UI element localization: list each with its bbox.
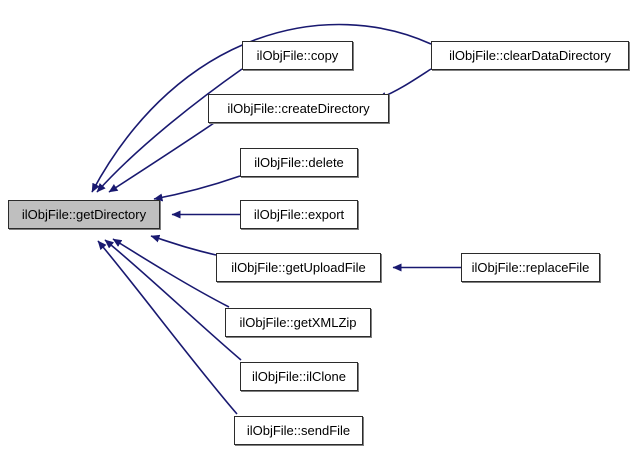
edge-getxmlzip-to-getdirectory — [112, 238, 230, 308]
edge-delete-to-getdirectory — [153, 175, 241, 202]
node-getxmlzip[interactable]: ilObjFile::getXMLZip — [225, 308, 371, 337]
node-copy[interactable]: ilObjFile::copy — [242, 41, 353, 70]
node-sendfile[interactable]: ilObjFile::sendFile — [234, 416, 363, 445]
edge-getuploadfile-to-getdirectory — [150, 234, 217, 256]
edge-sendfile-to-getdirectory — [97, 240, 238, 415]
node-label-getxmlzip: ilObjFile::getXMLZip — [239, 315, 357, 330]
node-ilclone[interactable]: ilObjFile::ilClone — [240, 362, 358, 391]
node-label-export: ilObjFile::export — [253, 207, 345, 222]
node-label-copy: ilObjFile::copy — [256, 48, 339, 63]
node-label-sendfile: ilObjFile::sendFile — [246, 423, 351, 438]
node-export[interactable]: ilObjFile::export — [240, 200, 358, 229]
edge-createdirectory-to-getdirectory — [108, 122, 215, 193]
node-label-delete: ilObjFile::delete — [254, 155, 344, 170]
node-replacefile[interactable]: ilObjFile::replaceFile — [461, 253, 600, 282]
node-getuploadfile[interactable]: ilObjFile::getUploadFile — [216, 253, 381, 282]
node-cleardatadirectory[interactable]: ilObjFile::clearDataDirectory — [431, 41, 629, 70]
edge-cleardatadirectory-to-getdirectory — [91, 23, 432, 193]
node-label-getdirectory: ilObjFile::getDirectory — [21, 207, 147, 222]
node-label-replacefile: ilObjFile::replaceFile — [471, 260, 590, 275]
node-label-createdirectory: ilObjFile::createDirectory — [227, 101, 370, 116]
edge-copy-to-getdirectory — [96, 68, 243, 193]
node-label-cleardatadirectory: ilObjFile::clearDataDirectory — [449, 48, 611, 63]
node-createdirectory[interactable]: ilObjFile::createDirectory — [208, 94, 389, 123]
node-label-getuploadfile: ilObjFile::getUploadFile — [231, 260, 366, 275]
edge-ilclone-to-getdirectory — [104, 239, 242, 361]
node-label-ilclone: ilObjFile::ilClone — [252, 369, 346, 384]
node-getdirectory[interactable]: ilObjFile::getDirectory — [8, 200, 160, 229]
node-delete[interactable]: ilObjFile::delete — [240, 148, 358, 177]
